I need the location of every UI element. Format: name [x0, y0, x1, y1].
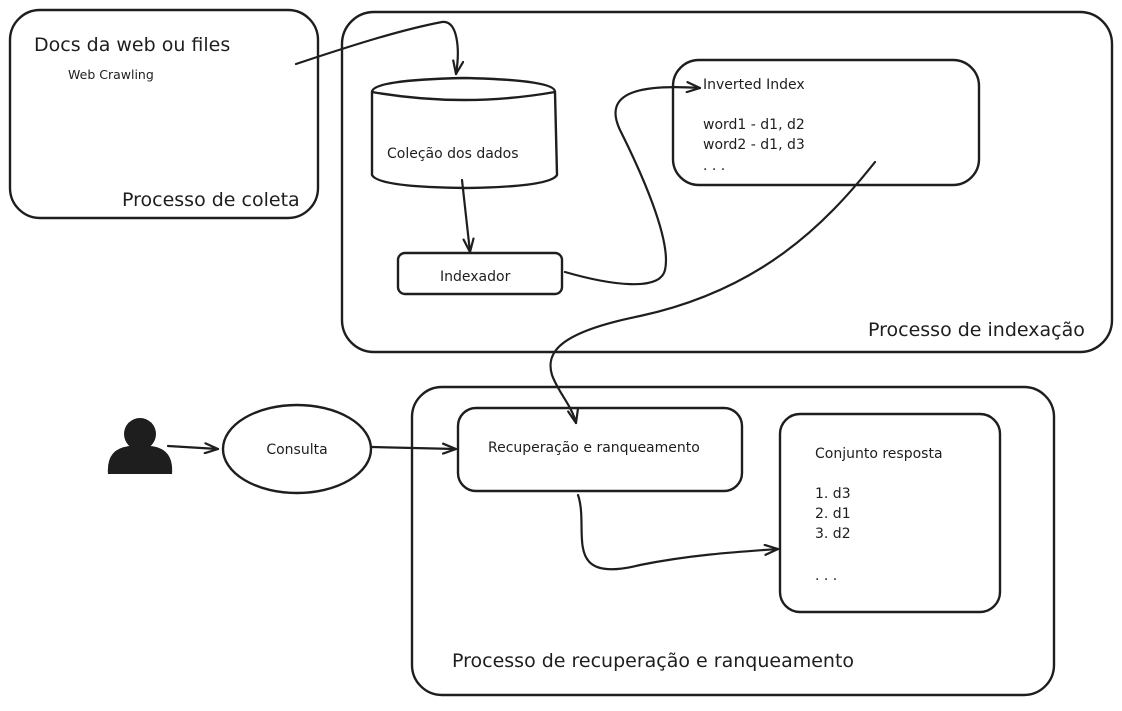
retrieval-process-label: Processo de recuperação e ranqueamento: [452, 650, 854, 672]
ranking-to-results-arrow: [576, 493, 780, 571]
ranking-label: Recuperação e ranqueamento: [488, 440, 700, 456]
result-item: 1. d3: [815, 486, 851, 502]
result-item: . . .: [815, 568, 837, 584]
data-collection-label: Coleção dos dados: [387, 146, 519, 162]
query-label: Consulta: [266, 442, 327, 458]
ranking-box: [456, 406, 744, 493]
inverted-index-title: Inverted Index: [703, 77, 805, 93]
retrieval-process-frame: [410, 385, 1056, 697]
source-title: Docs da web ou files: [34, 34, 230, 56]
result-set-box: [778, 412, 1002, 614]
indexer-to-index-arrow: [563, 87, 702, 286]
inverted-index-box: [671, 58, 981, 187]
query-to-ranking-arrow: [370, 447, 458, 449]
user-to-query-arrow: [166, 446, 220, 449]
result-item: 3. d2: [815, 526, 851, 542]
indexer-label: Indexador: [440, 269, 511, 285]
indexer-box: [396, 251, 564, 296]
query-ellipse: [221, 403, 373, 495]
collection-process-label: Processo de coleta: [122, 189, 300, 211]
inverted-index-line: word2 - d1, d3: [703, 137, 805, 153]
indexing-process-frame: [340, 10, 1114, 354]
collection-process-frame: [8, 8, 320, 220]
indexing-process-label: Processo de indexação: [868, 319, 1085, 341]
result-item: 2. d1: [815, 506, 851, 522]
crawl-to-collection-arrow: [294, 20, 458, 76]
inverted-index-line: . . .: [703, 158, 725, 174]
user-icon: [107, 418, 173, 474]
source-subtitle: Web Crawling: [68, 67, 154, 82]
collection-to-indexer-arrow: [460, 178, 470, 254]
collection-process-group: Docs da web ou files Web Crawling Proces…: [8, 8, 320, 220]
index-to-ranking-arrow: [549, 160, 877, 425]
data-collection-cylinder: Coleção dos dados: [370, 76, 559, 190]
indexing-process-group: Coleção dos dados Indexador Inverted Ind…: [340, 10, 1114, 354]
retrieval-process-group: Recuperação e ranqueamento Conjunto resp…: [410, 385, 1056, 697]
inverted-index-line: word1 - d1, d2: [703, 117, 805, 133]
result-set-title: Conjunto resposta: [815, 446, 943, 462]
